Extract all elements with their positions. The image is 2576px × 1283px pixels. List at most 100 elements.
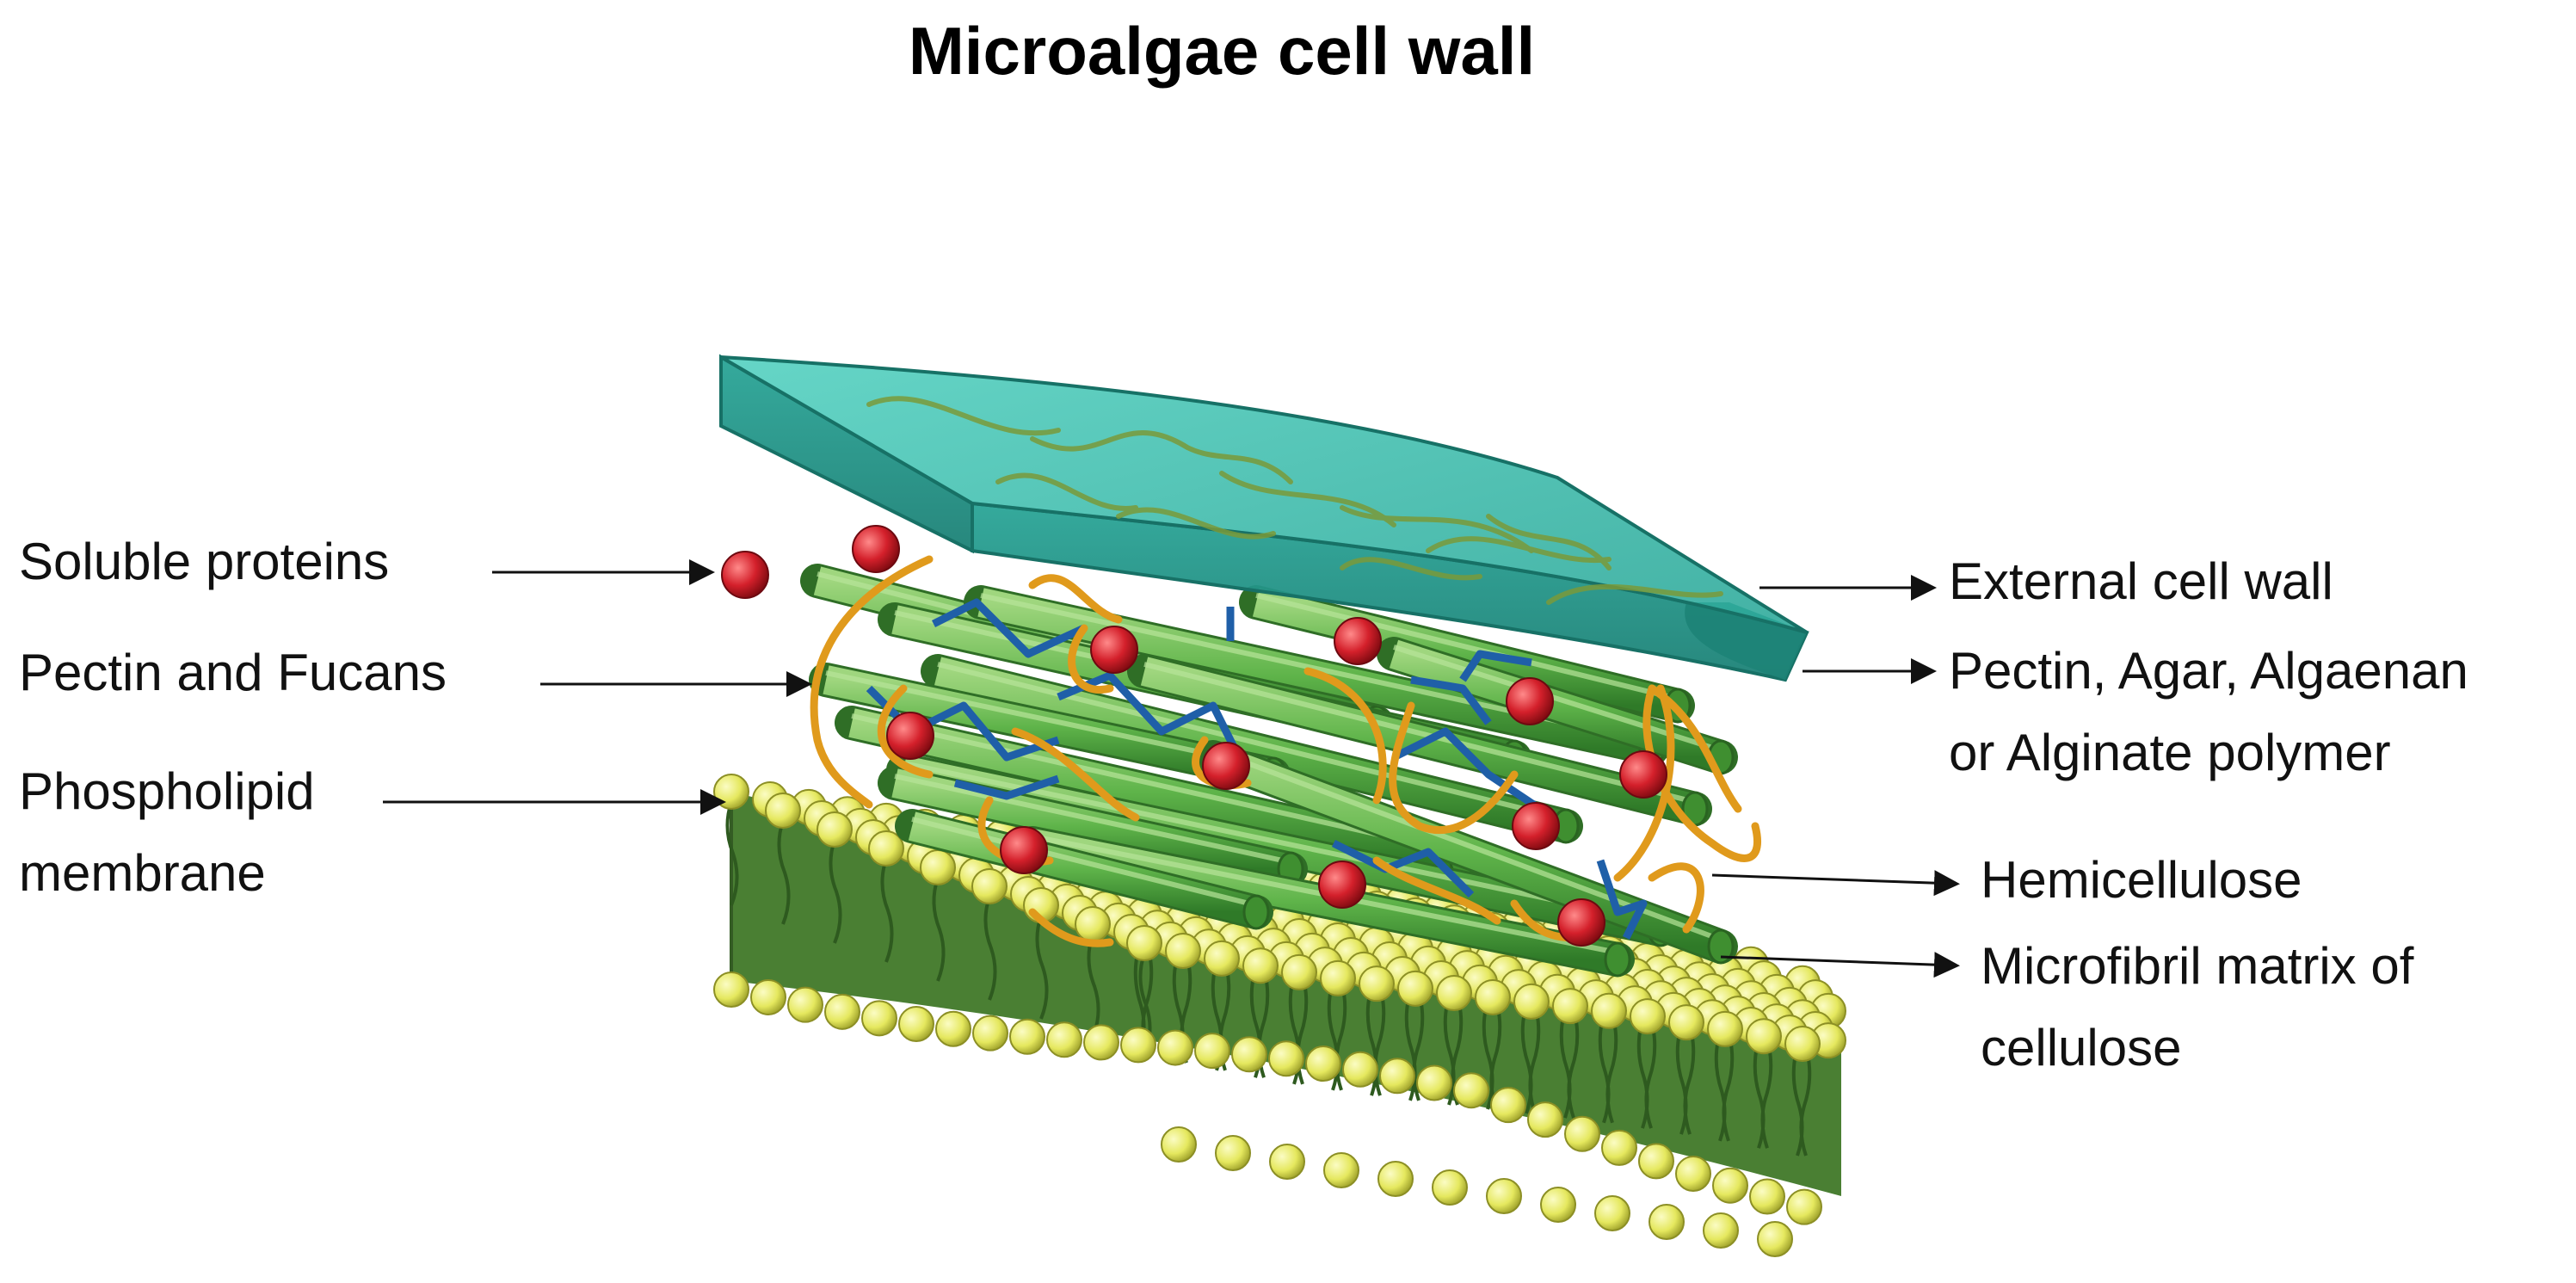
lipid-head xyxy=(1649,1204,1685,1240)
label-pectin-fucans: Pectin and Fucans xyxy=(19,644,447,701)
lipid-head xyxy=(1564,1115,1600,1152)
protein-sphere xyxy=(1557,898,1605,947)
lipid-head xyxy=(1707,1010,1743,1047)
lipid-head xyxy=(971,868,1008,904)
label-polymer-line2: or Alginate polymer xyxy=(1949,724,2391,781)
lipid-head xyxy=(1046,1021,1082,1058)
fiber-end xyxy=(1604,941,1631,978)
lipid-head xyxy=(1120,1027,1156,1064)
lipid-head xyxy=(1281,953,1317,990)
lipid-head xyxy=(1342,1051,1378,1088)
lipid-head xyxy=(1594,1195,1630,1231)
lipid-head xyxy=(1242,947,1279,984)
arrow-microfibril xyxy=(1720,952,1960,978)
cellulose-fiber xyxy=(921,654,1583,844)
lipid-head xyxy=(898,1005,934,1042)
lipid-head xyxy=(1231,1036,1267,1073)
label-hemicellulose: Hemicellulose xyxy=(1981,851,2302,909)
protein-sphere xyxy=(1506,677,1554,725)
lipid-head xyxy=(1323,1152,1359,1188)
lipid-head xyxy=(1749,1178,1785,1215)
external-cell-wall-slab xyxy=(719,354,1809,682)
cellulose-fiber xyxy=(1377,637,1738,775)
cellulose-fiber xyxy=(878,766,1308,887)
lipid-head xyxy=(972,1015,1008,1052)
lipid-head xyxy=(920,849,956,885)
label-polymer-line1: Pectin, Agar, Algaenan xyxy=(1949,642,2468,700)
lipid-head xyxy=(1416,1064,1452,1101)
lipid-head xyxy=(750,978,786,1015)
lipid-head xyxy=(1486,1178,1522,1214)
lipid-head xyxy=(1009,1018,1045,1055)
protein-sphere xyxy=(1000,826,1048,874)
lipid-head xyxy=(1475,978,1511,1015)
lipid-head xyxy=(1157,1029,1193,1066)
lipid-head xyxy=(824,993,860,1030)
label-phospholipid-membrane: Phospholipid membrane xyxy=(19,750,315,914)
lipid-head xyxy=(1757,1221,1793,1257)
lipid-head xyxy=(1786,1188,1822,1225)
protein-sphere xyxy=(852,525,900,573)
lipid-head xyxy=(1359,965,1395,1002)
protein-sphere xyxy=(1090,626,1138,674)
soluble-protein-spheres xyxy=(721,525,1667,947)
protein-sphere xyxy=(1202,742,1250,790)
lipid-head xyxy=(1675,1155,1711,1192)
label-leader-arrows xyxy=(383,559,1960,978)
lipid-head xyxy=(1601,1129,1637,1166)
cellulose-fiber xyxy=(895,809,1273,930)
lipid-head xyxy=(713,774,749,810)
diagram-title: Microalgae cell wall xyxy=(908,13,1536,89)
protein-sphere xyxy=(1334,617,1382,665)
lipid-head xyxy=(1161,1126,1197,1163)
hemicellulose-chains xyxy=(866,598,1648,941)
lipid-head xyxy=(1215,1135,1251,1171)
lipid-head xyxy=(1075,906,1111,942)
cellulose-fiber xyxy=(1239,585,1695,724)
label-polymer: Pectin, Agar, Algaenan or Alginate polym… xyxy=(1949,630,2468,793)
lipid-head xyxy=(1436,975,1472,1012)
protein-sphere xyxy=(1318,860,1366,909)
lipid-head xyxy=(1379,1058,1415,1095)
lipid-head xyxy=(1268,1040,1304,1077)
lipid-head xyxy=(1320,959,1356,996)
lipid-head xyxy=(1126,925,1162,961)
lipid-head xyxy=(1746,1018,1782,1055)
protein-sphere xyxy=(721,551,769,599)
label-soluble-proteins: Soluble proteins xyxy=(19,533,390,590)
lipid-head xyxy=(817,811,853,848)
fiber-end xyxy=(1707,928,1735,965)
lipid-head xyxy=(1377,1161,1414,1197)
lipid-head xyxy=(1397,970,1433,1007)
lipid-head xyxy=(1204,940,1240,977)
label-microfibril-line1: Microfibril matrix of xyxy=(1981,937,2414,995)
lipid-head xyxy=(1638,1143,1674,1180)
lipid-head xyxy=(1712,1167,1748,1204)
lipid-head xyxy=(1305,1046,1341,1083)
label-phospholipid-line2: membrane xyxy=(19,844,266,902)
lipid-head xyxy=(765,793,801,829)
lipid-head xyxy=(787,986,823,1023)
lipid-head xyxy=(1165,933,1201,970)
lipid-head xyxy=(1269,1144,1305,1180)
lipid-head xyxy=(868,830,904,867)
lipid-head xyxy=(1513,983,1550,1020)
lipid-head xyxy=(1784,1026,1821,1063)
lipid-head xyxy=(1703,1212,1739,1249)
label-microfibril: Microfibril matrix of cellulose xyxy=(1981,925,2413,1089)
lipid-head xyxy=(1453,1072,1489,1109)
label-phospholipid-line1: Phospholipid xyxy=(19,762,315,820)
protein-sphere xyxy=(1619,750,1667,799)
arrow-hemicellulose xyxy=(1711,870,1960,897)
label-microfibril-line2: cellulose xyxy=(1981,1019,2182,1076)
protein-sphere xyxy=(1512,802,1560,850)
lipid-head xyxy=(1194,1033,1230,1070)
lipid-head xyxy=(1490,1087,1526,1124)
lipid-head xyxy=(1083,1024,1119,1061)
lipid-head xyxy=(861,1000,897,1037)
lipid-head xyxy=(1591,992,1627,1029)
protein-sphere xyxy=(886,712,934,760)
label-external-cell-wall: External cell wall xyxy=(1949,552,2333,610)
